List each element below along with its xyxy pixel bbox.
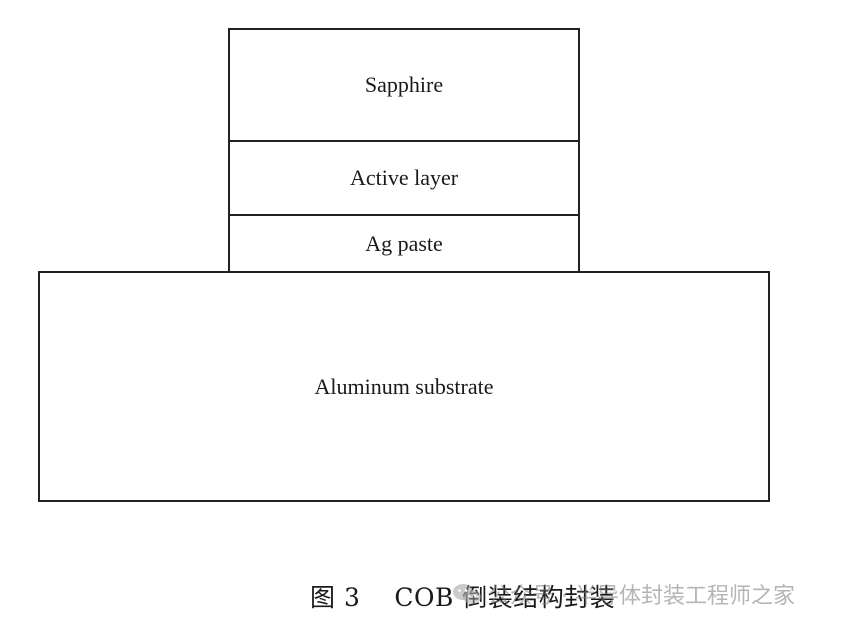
sapphire-label: Sapphire (364, 72, 444, 97)
figure-caption: 图 3 COB 倒装结构封装 (310, 578, 615, 614)
aluminum-substrate-label: Aluminum substrate (314, 373, 494, 399)
wechat-icon (453, 584, 481, 604)
figure-caption-text: COB 倒装结构封装 (394, 583, 616, 612)
watermark-text: 公众号 · 半导体封装工程师之家 (488, 584, 795, 609)
watermark: 公众号 · 半导体封装工程师之家 (452, 578, 795, 610)
ag-paste-label: Ag paste (365, 231, 443, 256)
ag-paste-layer: Ag paste (228, 214, 580, 274)
aluminum-substrate-layer: Aluminum substrate (38, 271, 770, 502)
active-layer-label: Active layer (349, 165, 459, 190)
sapphire-layer: Sapphire (228, 28, 580, 142)
figure-number: 图 3 (310, 583, 361, 612)
active-layer: Active layer (228, 140, 580, 216)
